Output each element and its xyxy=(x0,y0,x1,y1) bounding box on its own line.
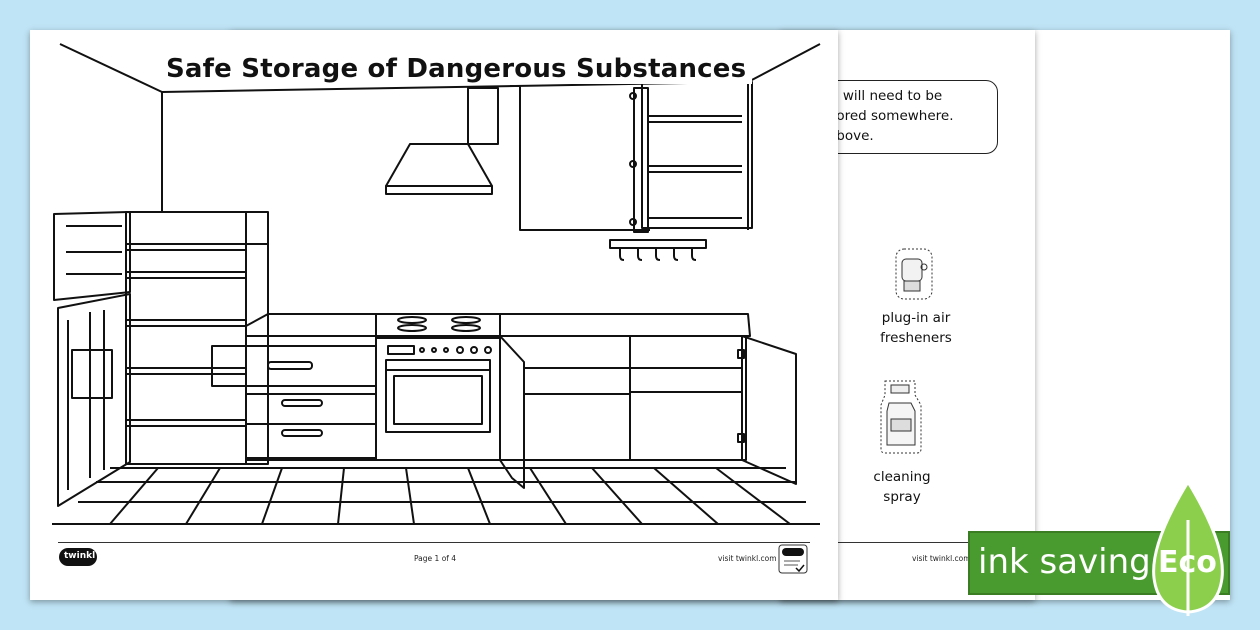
leaf-icon xyxy=(1152,480,1224,616)
eco-label: Eco xyxy=(1158,545,1217,580)
kitchen-illustration xyxy=(52,43,821,525)
footer-visit-link-middle[interactable]: visit twinkl.com xyxy=(912,554,971,563)
ink-saving-label: ink saving xyxy=(978,542,1151,582)
footer-visit-link[interactable]: visit twinkl.com xyxy=(718,554,777,563)
twinkl-logo xyxy=(59,548,97,566)
page-title: Safe Storage of Dangerous Substances xyxy=(160,54,753,84)
air-freshener-icon xyxy=(895,248,933,300)
item-label-air-fresheners: plug-in air fresheners xyxy=(880,310,952,346)
footer-page-number: Page 1 of 4 xyxy=(414,554,457,563)
instruction-text: d will need to be stored somewhere. abov… xyxy=(824,86,1000,146)
spray-bottle-icon xyxy=(880,380,922,454)
footer-brand: twinkl xyxy=(64,551,96,561)
item-label-cleaning-spray: cleaning spray xyxy=(873,469,931,505)
footer-divider xyxy=(58,542,810,543)
instruction-line: d will need to be xyxy=(830,88,943,104)
instruction-line: above. xyxy=(828,128,874,144)
instruction-line: stored somewhere. xyxy=(824,108,954,124)
quality-badge-icon xyxy=(778,544,808,574)
footer-divider xyxy=(838,542,968,543)
